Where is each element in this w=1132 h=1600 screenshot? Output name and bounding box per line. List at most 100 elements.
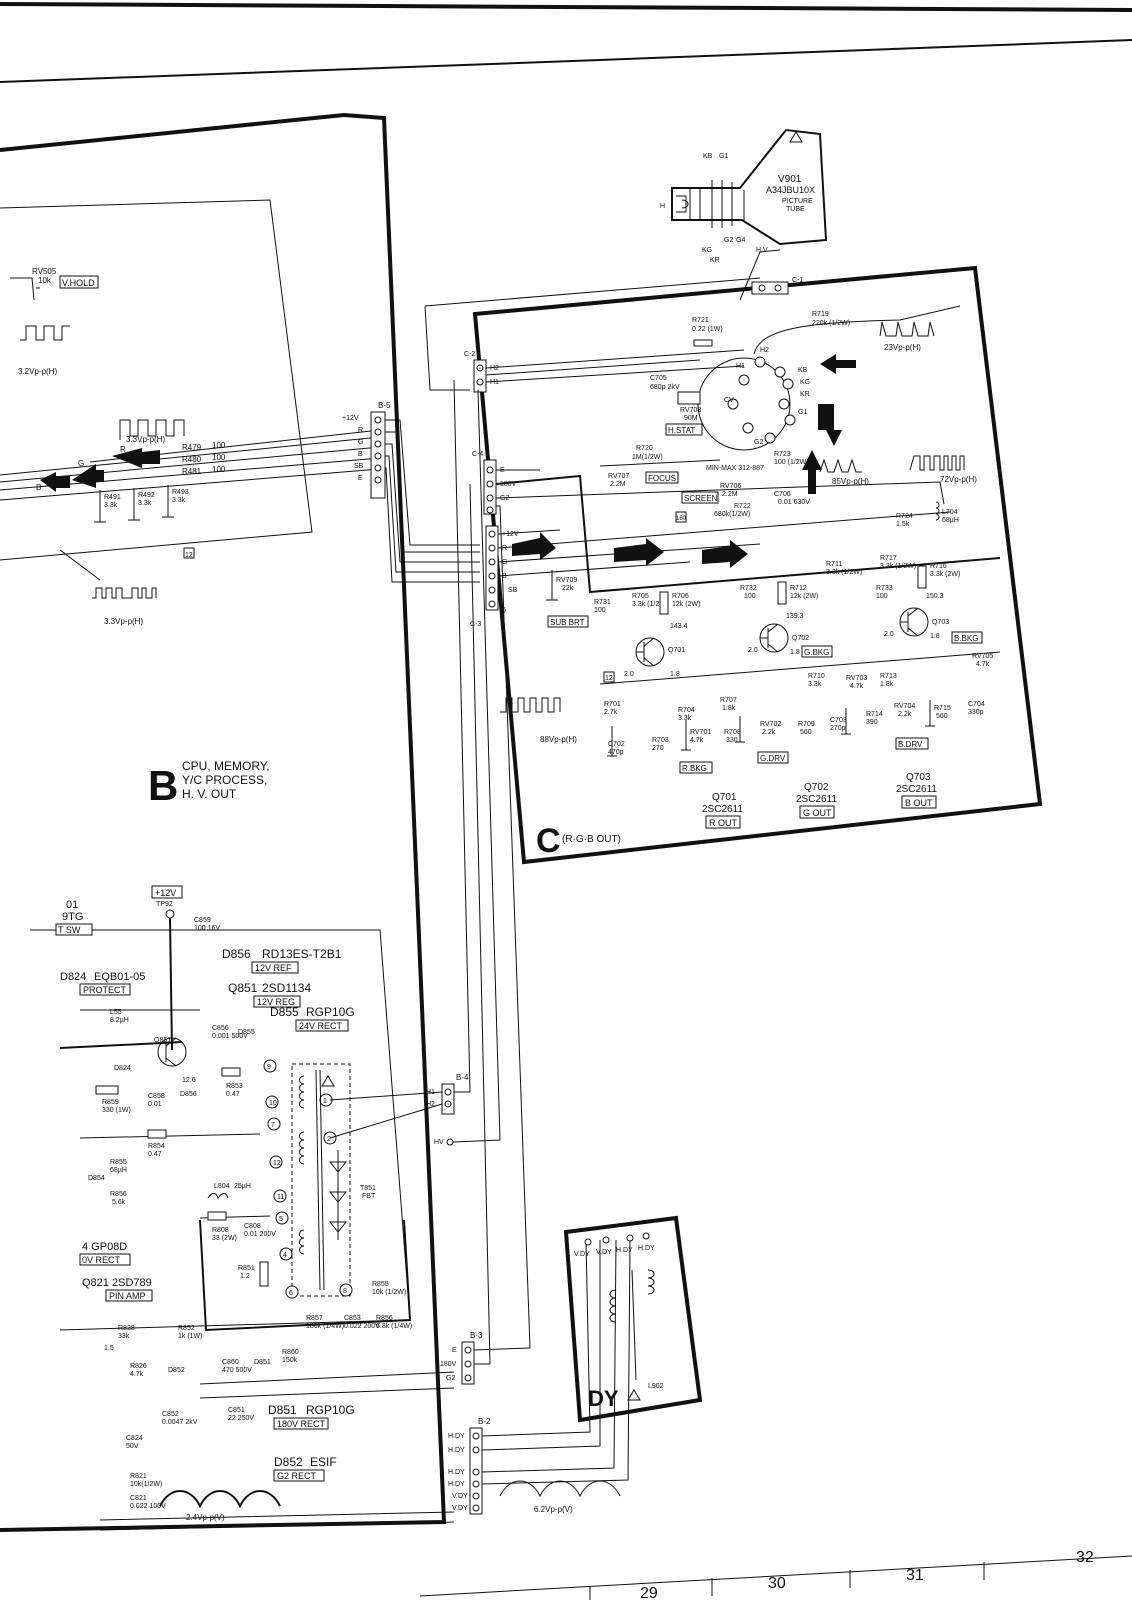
svg-text:C824: C824 xyxy=(126,1435,143,1442)
page-number-strip: 29 30 31 32 xyxy=(419,1549,1132,1600)
b-bkg-label: B.BKG xyxy=(954,634,978,643)
svg-text:680p 2kV: 680p 2kV xyxy=(650,384,680,391)
svg-text:1.8k: 1.8k xyxy=(880,681,894,688)
svg-text:D856: D856 xyxy=(180,1091,197,1098)
svg-text:9: 9 xyxy=(267,1064,271,1071)
crt-socket: H1 H2 CV G2 KB KG KR G1 xyxy=(697,347,810,451)
svg-text:0.001 500V: 0.001 500V xyxy=(212,1033,248,1040)
svg-text:SB: SB xyxy=(508,587,518,594)
svg-text:C706: C706 xyxy=(774,491,791,498)
svg-text:25µH: 25µH xyxy=(234,1183,251,1190)
svg-text:R826: R826 xyxy=(130,1363,147,1370)
svg-text:R719: R719 xyxy=(812,311,829,318)
svg-text:12: 12 xyxy=(605,675,613,682)
svg-text:85Vp-p(H): 85Vp-p(H) xyxy=(832,477,869,486)
svg-text:H.DY: H.DY xyxy=(448,1469,465,1476)
svg-text:2.0: 2.0 xyxy=(748,647,758,654)
svg-text:R710: R710 xyxy=(808,673,825,680)
svg-text:R708: R708 xyxy=(724,729,741,736)
svg-text:D852: D852 xyxy=(168,1367,185,1374)
svg-text:L704: L704 xyxy=(942,509,958,516)
transistor-q703: Q703 2.0 1.8 xyxy=(884,607,949,640)
svg-text:C821: C821 xyxy=(130,1495,147,1502)
svg-text:C-1: C-1 xyxy=(792,277,803,284)
waveform-b1-label: 3.2Vp-p(H) xyxy=(18,367,57,376)
h-stat-label: H.STAT xyxy=(668,426,695,435)
svg-text:33k: 33k xyxy=(118,1333,130,1340)
svg-text:R712: R712 xyxy=(790,585,807,592)
svg-text:R808: R808 xyxy=(212,1227,229,1234)
board-b-inner-outline xyxy=(0,199,313,561)
svg-text:L902: L902 xyxy=(648,1383,664,1390)
svg-text:2.4Vp-p(V): 2.4Vp-p(V) xyxy=(186,1513,225,1522)
svg-text:330: 330 xyxy=(726,737,738,744)
svg-text:G1: G1 xyxy=(798,409,807,416)
svg-text:100: 100 xyxy=(594,607,606,614)
svg-text:KR: KR xyxy=(710,257,720,264)
svg-text:R854: R854 xyxy=(148,1143,165,1150)
svg-text:180: 180 xyxy=(676,516,687,522)
svg-text:270p: 270p xyxy=(830,725,846,732)
warning-icon xyxy=(627,1389,641,1401)
svg-text:1.8k: 1.8k xyxy=(722,705,736,712)
svg-text:RV703: RV703 xyxy=(846,675,867,682)
r-bkg-label: R.BKG xyxy=(682,764,707,773)
svg-text:R704: R704 xyxy=(678,707,695,714)
svg-text:EQB01-05: EQB01-05 xyxy=(94,971,145,983)
signal-arrow-g xyxy=(72,464,104,488)
svg-text:KG: KG xyxy=(800,379,810,386)
picture-tube-v901: KB G1 KG KR G2 G4 H H.V V901 A34JBU10X P… xyxy=(660,128,828,264)
r493-val: 3.3k xyxy=(172,497,186,504)
svg-text:180V: 180V xyxy=(500,481,517,488)
signal-arrow-b xyxy=(40,472,70,492)
svg-text:2.0: 2.0 xyxy=(884,631,894,638)
svg-text:KG: KG xyxy=(702,247,712,254)
svg-text:1k (1W): 1k (1W) xyxy=(178,1333,203,1340)
svg-text:2.7k: 2.7k xyxy=(604,709,618,716)
svg-text:FBT: FBT xyxy=(362,1193,376,1200)
svg-text:R706: R706 xyxy=(672,593,689,600)
svg-text:H: H xyxy=(660,203,665,210)
svg-text:2: 2 xyxy=(327,1136,331,1143)
svg-text:MIN-MAX 312-887: MIN-MAX 312-887 xyxy=(706,465,764,472)
svg-text:C-2: C-2 xyxy=(464,351,475,358)
signal-arrow-c-b xyxy=(702,540,748,568)
svg-text:R860: R860 xyxy=(282,1349,299,1356)
signal-arrow-c-g xyxy=(614,538,664,566)
svg-text:68µH: 68µH xyxy=(110,1167,127,1174)
svg-text:E: E xyxy=(358,475,363,482)
svg-text:4: 4 xyxy=(283,1252,287,1259)
svg-text:C860: C860 xyxy=(222,1359,239,1366)
svg-text:C-3: C-3 xyxy=(470,621,481,628)
waveform-c-88v xyxy=(500,697,561,713)
svg-text:G2: G2 xyxy=(754,439,763,446)
svg-text:143.4: 143.4 xyxy=(670,623,688,630)
svg-text:68µH: 68µH xyxy=(942,517,959,524)
board-b-letter: B xyxy=(148,762,178,809)
svg-text:1.2: 1.2 xyxy=(240,1273,250,1280)
svg-text:1: 1 xyxy=(323,1098,327,1105)
board-b-desc-2: Y/C PROCESS, xyxy=(182,773,267,787)
svg-text:V.DY: V.DY xyxy=(596,1249,612,1256)
page-number-29: 29 xyxy=(640,1585,658,1600)
svg-text:R821: R821 xyxy=(130,1473,147,1480)
waveform-b2-label: 3.3Vp-p(H) xyxy=(126,435,165,444)
svg-text:100 (1/2W): 100 (1/2W) xyxy=(774,459,809,466)
svg-text:H.DY: H.DY xyxy=(448,1481,465,1488)
svg-text:150.3: 150.3 xyxy=(926,593,944,600)
svg-text:3.3k (1/2W): 3.3k (1/2W) xyxy=(826,569,862,576)
svg-text:8.2µH: 8.2µH xyxy=(110,1017,129,1024)
svg-text:V.DY: V.DY xyxy=(574,1251,590,1258)
deflection-yoke-dy: V.DY V.DY H.DY H.DY L902 DY xyxy=(563,1215,703,1423)
svg-text:C856: C856 xyxy=(212,1025,229,1032)
warning-icon xyxy=(789,131,803,143)
connector-b3: B-3 E 180V G2 xyxy=(440,1331,483,1385)
svg-text:PICTURE: PICTURE xyxy=(782,198,813,205)
signal-arrow-c-r2 xyxy=(802,450,822,494)
svg-text:RV706: RV706 xyxy=(720,483,741,490)
svg-text:180k (1/4W): 180k (1/4W) xyxy=(306,1323,344,1330)
r493-ref: R493 xyxy=(172,489,189,496)
svg-text:H2: H2 xyxy=(490,365,499,372)
svg-text:TUBE: TUBE xyxy=(786,206,805,213)
